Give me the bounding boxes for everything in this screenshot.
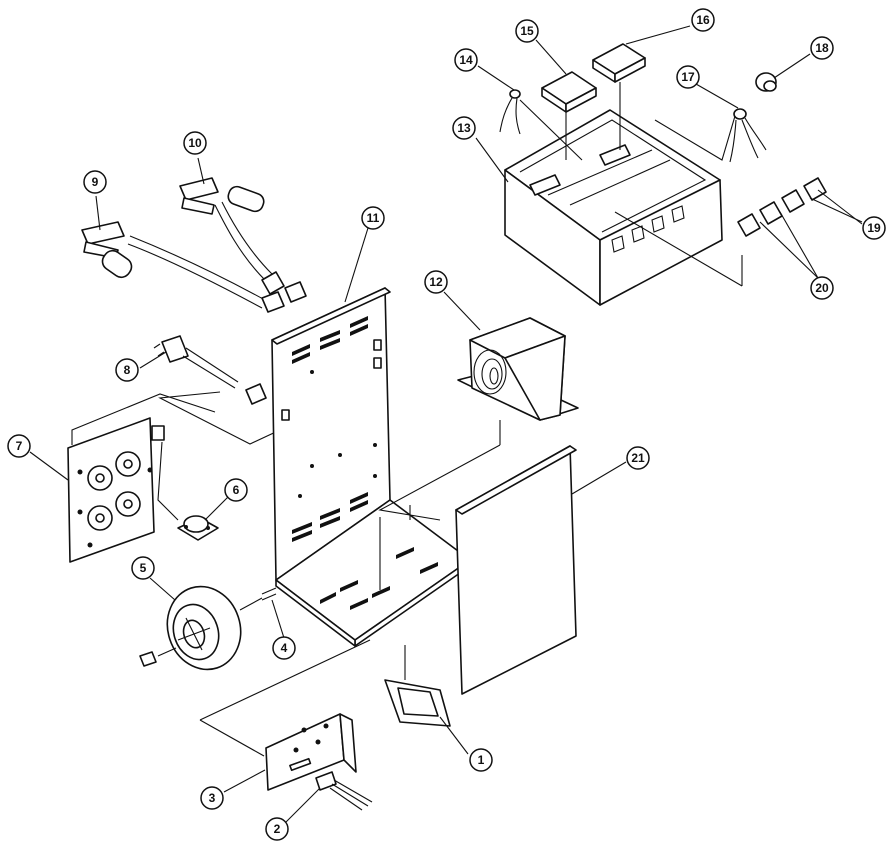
battery-clamp-black-part bbox=[81, 221, 307, 313]
thermostat-part bbox=[157, 441, 219, 541]
callout-1: 1 bbox=[469, 748, 493, 772]
callout-15-label: 15 bbox=[520, 24, 534, 38]
callout-6: 6 bbox=[224, 478, 248, 502]
top-cover-part bbox=[504, 109, 743, 306]
terminal-clip-part bbox=[737, 177, 827, 237]
rectifier-board-part bbox=[265, 713, 357, 791]
leader-lines bbox=[29, 25, 863, 823]
callout-13: 13 bbox=[452, 116, 476, 140]
callout-7-label: 7 bbox=[16, 439, 23, 453]
callout-5: 5 bbox=[131, 556, 155, 580]
callout-12: 12 bbox=[424, 270, 448, 294]
callout-21: 21 bbox=[626, 446, 650, 470]
callout-1-label: 1 bbox=[478, 753, 485, 767]
callout-14-label: 14 bbox=[459, 53, 473, 67]
battery-clamp-red-part bbox=[179, 177, 285, 295]
callout-10-label: 10 bbox=[188, 136, 202, 150]
circuit-breaker-part bbox=[541, 71, 597, 160]
switch-part bbox=[592, 43, 646, 150]
side-panel-part bbox=[455, 445, 577, 695]
callout-18: 18 bbox=[810, 36, 834, 60]
callout-15: 15 bbox=[515, 19, 539, 43]
callout-11: 11 bbox=[361, 206, 385, 230]
cabinet-base-part bbox=[275, 499, 471, 647]
axle-part bbox=[199, 587, 371, 757]
callout-4-label: 4 bbox=[281, 641, 288, 655]
callout-3: 3 bbox=[200, 786, 224, 810]
callout-17: 17 bbox=[676, 65, 700, 89]
callout-14: 14 bbox=[454, 48, 478, 72]
callout-2: 2 bbox=[265, 817, 289, 841]
callout-16: 16 bbox=[691, 8, 715, 32]
control-board-part bbox=[67, 393, 216, 563]
callout-2-label: 2 bbox=[274, 822, 281, 836]
wiring-harness-part bbox=[315, 771, 373, 811]
transformer-part bbox=[378, 317, 579, 521]
callout-13-label: 13 bbox=[457, 121, 471, 135]
callout-7: 7 bbox=[7, 434, 31, 458]
callout-20-label: 20 bbox=[815, 281, 829, 295]
callout-17-label: 17 bbox=[681, 70, 695, 84]
callout-10: 10 bbox=[183, 131, 207, 155]
callout-19-label: 19 bbox=[867, 221, 881, 235]
callout-9: 9 bbox=[83, 170, 107, 194]
callout-12-label: 12 bbox=[429, 275, 443, 289]
callout-3-label: 3 bbox=[209, 791, 216, 805]
callout-6-label: 6 bbox=[233, 483, 240, 497]
lamp-lens-part bbox=[755, 72, 777, 92]
wheel-part bbox=[139, 585, 242, 671]
cabinet-back-panel-part bbox=[271, 287, 391, 581]
handle-part bbox=[384, 645, 451, 727]
callout-20: 20 bbox=[810, 276, 834, 300]
callout-11-label: 11 bbox=[367, 211, 380, 225]
callout-8: 8 bbox=[115, 358, 139, 382]
callout-19: 19 bbox=[862, 216, 886, 240]
callout-9-label: 9 bbox=[92, 175, 99, 189]
callout-21-label: 21 bbox=[631, 451, 645, 465]
indicator-lamp-part bbox=[654, 108, 767, 163]
callout-4: 4 bbox=[272, 636, 296, 660]
callout-18-label: 18 bbox=[815, 41, 829, 55]
lead-wire-part bbox=[499, 89, 583, 161]
callout-5-label: 5 bbox=[140, 561, 147, 575]
callout-8-label: 8 bbox=[124, 363, 131, 377]
callout-16-label: 16 bbox=[696, 13, 710, 27]
